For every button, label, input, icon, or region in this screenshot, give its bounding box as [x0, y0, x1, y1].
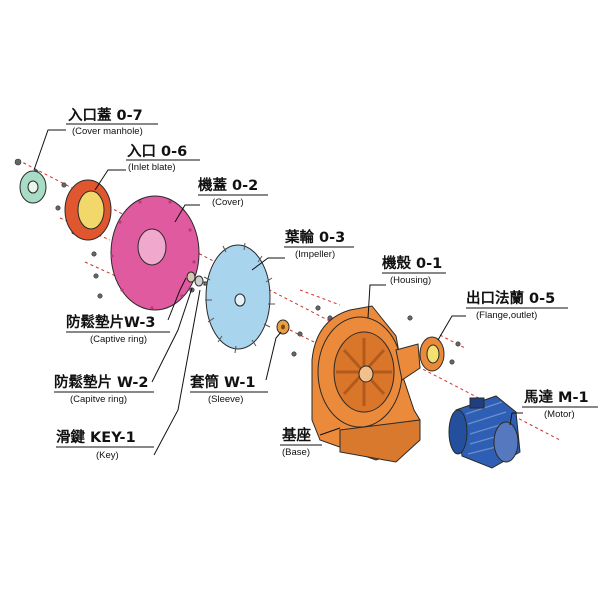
svg-text:(Motor): (Motor) — [544, 409, 575, 420]
captive-ring-parts — [186, 271, 211, 287]
label-cover-manhole: 入口蓋 0-7 (Cover manhole) — [66, 106, 158, 137]
svg-text:(Flange,outlet): (Flange,outlet) — [476, 310, 537, 321]
svg-text:(Inlet blate): (Inlet blate) — [128, 162, 176, 173]
label-key: 滑鍵 KEY-1 (Key) — [56, 428, 154, 461]
motor-part — [448, 395, 521, 469]
flange-outlet-part — [419, 336, 445, 372]
svg-text:套筒 W-1: 套筒 W-1 — [189, 373, 256, 391]
svg-text:防鬆墊片 W-2: 防鬆墊片 W-2 — [54, 373, 149, 391]
svg-text:出口法蘭 0-5: 出口法蘭 0-5 — [466, 289, 555, 307]
cover-manhole-part — [19, 170, 47, 204]
label-inlet-blate: 入口 0-6 (Inlet blate) — [126, 143, 200, 173]
housing-part — [311, 305, 421, 461]
svg-text:(Capitve ring): (Capitve ring) — [70, 394, 127, 405]
impeller-part — [203, 242, 275, 354]
label-housing: 機殼 0-1 (Housing) — [382, 254, 446, 286]
label-sleeve: 套筒 W-1 (Sleeve) — [189, 373, 268, 405]
leader-lines — [33, 129, 523, 456]
cover-part — [110, 195, 200, 311]
svg-text:葉輪 0-3: 葉輪 0-3 — [284, 228, 345, 246]
svg-text:(Housing): (Housing) — [390, 275, 431, 286]
svg-text:(Impeller): (Impeller) — [295, 249, 335, 260]
svg-text:基座: 基座 — [281, 426, 311, 444]
svg-text:入口 0-6: 入口 0-6 — [127, 143, 187, 160]
svg-text:(Captive ring): (Captive ring) — [90, 334, 147, 345]
label-captive-ring-w3: 防鬆墊片W-3 (Captive ring) — [66, 313, 170, 345]
svg-text:防鬆墊片W-3: 防鬆墊片W-3 — [66, 313, 155, 331]
svg-text:入口蓋 0-7: 入口蓋 0-7 — [68, 106, 143, 124]
label-motor: 馬達 M-1 (Motor) — [522, 388, 598, 420]
sleeve-part — [276, 319, 290, 335]
svg-text:機蓋 0-2: 機蓋 0-2 — [198, 176, 258, 194]
label-flange-outlet: 出口法蘭 0-5 (Flange,outlet) — [466, 289, 568, 321]
svg-text:(Cover manhole): (Cover manhole) — [72, 126, 143, 137]
svg-text:滑鍵 KEY-1: 滑鍵 KEY-1 — [56, 428, 136, 446]
svg-text:機殼 0-1: 機殼 0-1 — [382, 254, 442, 272]
label-captive-ring-w2: 防鬆墊片 W-2 (Capitve ring) — [54, 373, 154, 405]
base-part — [339, 419, 421, 463]
svg-text:(Sleeve): (Sleeve) — [208, 394, 243, 405]
label-impeller: 葉輪 0-3 (Impeller) — [284, 228, 354, 260]
label-cover: 機蓋 0-2 (Cover) — [198, 176, 268, 208]
label-base: 基座 (Base) — [280, 426, 322, 458]
svg-text:(Cover): (Cover) — [212, 197, 244, 208]
svg-text:(Key): (Key) — [96, 450, 119, 461]
svg-text:(Base): (Base) — [282, 447, 310, 458]
inlet-blate-part — [64, 179, 112, 241]
svg-text:馬達 M-1: 馬達 M-1 — [524, 388, 589, 406]
